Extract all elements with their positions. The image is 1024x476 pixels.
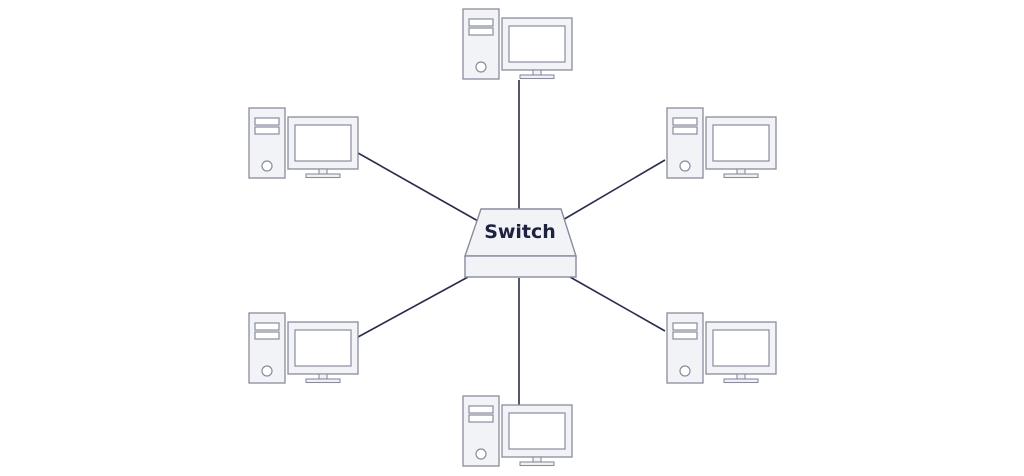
monitor-base (723, 378, 759, 384)
drive-bay (254, 126, 280, 135)
power-button (261, 160, 273, 172)
monitor-neck (318, 373, 328, 380)
power-button (679, 365, 691, 377)
monitor-screen (712, 329, 770, 367)
desktop-computer-icon (248, 312, 359, 384)
computer-lower-right (666, 312, 777, 384)
link-upper-right (560, 159, 666, 222)
monitor-screen (712, 124, 770, 162)
monitor-neck (736, 168, 746, 175)
monitor-neck (532, 69, 542, 76)
power-button (679, 160, 691, 172)
computer-upper-right (666, 107, 777, 179)
network-links (357, 80, 666, 406)
drive-bay (254, 331, 280, 340)
switch-base (464, 255, 577, 278)
network-switch: Switch (464, 208, 577, 278)
monitor-screen (508, 412, 566, 450)
power-button (261, 365, 273, 377)
drive-bay (672, 117, 698, 126)
computer-bottom (462, 395, 573, 467)
monitor-screen (294, 124, 352, 162)
link-lower-right (569, 276, 666, 332)
desktop-computer-icon (462, 8, 573, 80)
desktop-computer-icon (248, 107, 359, 179)
monitor-base (519, 74, 555, 80)
monitor-base (305, 173, 341, 179)
link-upper-left (357, 152, 479, 222)
monitor-neck (736, 373, 746, 380)
computers (248, 8, 777, 467)
monitor-neck (532, 456, 542, 463)
computer-top (462, 8, 573, 80)
drive-bay (672, 322, 698, 331)
desktop-computer-icon (666, 107, 777, 179)
drive-bay (468, 414, 494, 423)
monitor-base (305, 378, 341, 384)
power-button (475, 448, 487, 460)
drive-bay (254, 117, 280, 126)
monitor-neck (318, 168, 328, 175)
monitor-screen (508, 25, 566, 63)
computer-lower-left (248, 312, 359, 384)
monitor-base (519, 461, 555, 467)
drive-bay (468, 27, 494, 36)
drive-bay (672, 331, 698, 340)
switch-label: Switch (484, 221, 556, 243)
desktop-computer-icon (666, 312, 777, 384)
monitor-base (723, 173, 759, 179)
drive-bay (468, 18, 494, 27)
monitor-screen (294, 329, 352, 367)
computer-upper-left (248, 107, 359, 179)
drive-bay (672, 126, 698, 135)
drive-bay (254, 322, 280, 331)
desktop-computer-icon (462, 395, 573, 467)
power-button (475, 61, 487, 73)
drive-bay (468, 405, 494, 414)
link-lower-left (357, 276, 469, 338)
